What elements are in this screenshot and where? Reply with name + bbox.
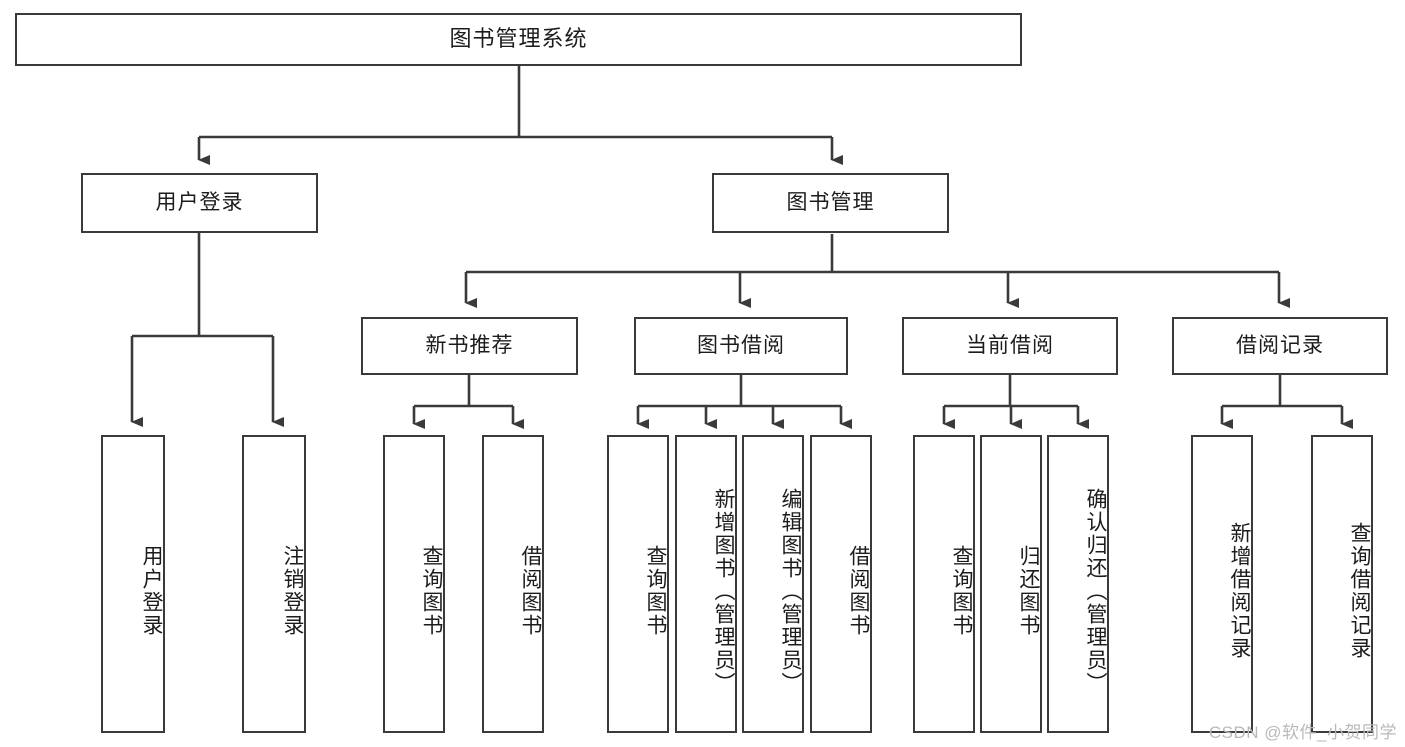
node-new-book-recommend[interactable]: 新书推荐 (361, 317, 578, 375)
node-book-manage[interactable]: 图书管理 (712, 173, 949, 233)
node-book-borrow[interactable]: 图书借阅 (634, 317, 848, 375)
node-current-borrow[interactable]: 当前借阅 (902, 317, 1118, 375)
csdn-watermark: CSDN @软件_小贺同学 (1208, 723, 1397, 742)
node-leaf-user-login[interactable]: 用户登录 (101, 435, 165, 733)
node-leaf-borrow-book-2-label: 借阅图书 (847, 545, 870, 637)
node-new-book-recommend-label: 新书推荐 (425, 334, 514, 358)
node-leaf-edit-book-label: 编辑图书（管理员） (779, 487, 802, 695)
node-leaf-query-record-label: 查询借阅记录 (1348, 522, 1371, 660)
node-root[interactable]: 图书管理系统 (15, 13, 1022, 66)
node-leaf-query-book-2-label: 查询图书 (644, 545, 667, 637)
node-leaf-query-book-1-label: 查询图书 (420, 545, 443, 637)
node-leaf-add-record[interactable]: 新增借阅记录 (1191, 435, 1253, 733)
node-leaf-return-book[interactable]: 归还图书 (980, 435, 1042, 733)
node-leaf-logout-label: 注销登录 (281, 545, 304, 637)
node-leaf-add-book-label: 新增图书（管理员） (712, 487, 735, 695)
node-leaf-borrow-book-1-label: 借阅图书 (519, 545, 542, 637)
node-current-borrow-label: 当前借阅 (966, 334, 1054, 358)
node-borrow-record-label: 借阅记录 (1236, 334, 1324, 358)
node-borrow-record[interactable]: 借阅记录 (1172, 317, 1388, 375)
node-leaf-borrow-book-2[interactable]: 借阅图书 (810, 435, 872, 733)
node-user-login[interactable]: 用户登录 (81, 173, 318, 233)
node-leaf-logout[interactable]: 注销登录 (242, 435, 306, 733)
node-leaf-edit-book[interactable]: 编辑图书（管理员） (742, 435, 804, 733)
node-book-manage-label: 图书管理 (786, 191, 875, 215)
node-leaf-confirm-return[interactable]: 确认归还（管理员） (1047, 435, 1109, 733)
node-leaf-return-book-label: 归还图书 (1017, 545, 1040, 637)
node-leaf-add-record-label: 新增借阅记录 (1228, 522, 1251, 660)
node-root-label: 图书管理系统 (449, 26, 588, 52)
node-book-borrow-label: 图书借阅 (697, 334, 785, 358)
node-leaf-query-book-3-label: 查询图书 (950, 545, 973, 637)
node-leaf-user-login-label: 用户登录 (140, 545, 163, 637)
node-user-login-label: 用户登录 (155, 191, 244, 215)
node-leaf-query-book-1[interactable]: 查询图书 (383, 435, 445, 733)
node-leaf-query-book-2[interactable]: 查询图书 (607, 435, 669, 733)
node-leaf-confirm-return-label: 确认归还（管理员） (1084, 487, 1107, 695)
node-leaf-query-record[interactable]: 查询借阅记录 (1311, 435, 1373, 733)
node-leaf-query-book-3[interactable]: 查询图书 (913, 435, 975, 733)
node-leaf-add-book[interactable]: 新增图书（管理员） (675, 435, 737, 733)
node-leaf-borrow-book-1[interactable]: 借阅图书 (482, 435, 544, 733)
